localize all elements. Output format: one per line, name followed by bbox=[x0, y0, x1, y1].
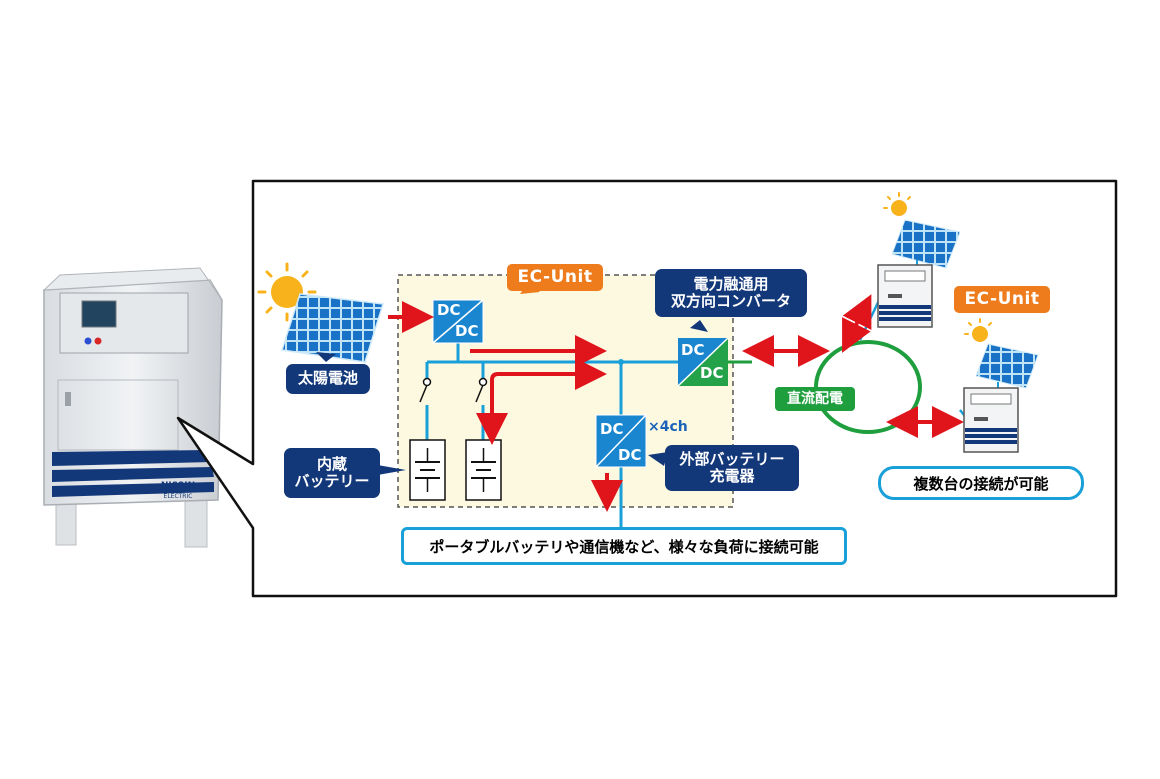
dc-converter-solar-bottom: DC bbox=[455, 322, 479, 340]
bidirectional-converter-line-1: 電力融通用 bbox=[693, 274, 769, 293]
remote-unit-1 bbox=[877, 192, 961, 328]
bidirectional-converter-label: 電力融通用 双方向コンバータ bbox=[655, 269, 807, 317]
dcdc-converter-solar bbox=[432, 299, 484, 344]
cabinet-display-screen bbox=[81, 300, 117, 328]
solar-cell-label: 太陽電池 bbox=[286, 364, 370, 394]
cabinet-stripes bbox=[52, 450, 214, 497]
bidirectional-dc-top: DC bbox=[681, 341, 705, 359]
internal-battery-line-1: 内蔵 bbox=[316, 454, 347, 473]
solar-panel-icon bbox=[281, 293, 384, 363]
bidirectional-dc-bottom: DC bbox=[700, 364, 724, 382]
external-battery-charger-line-2: 充電器 bbox=[709, 467, 755, 485]
product-cabinet: NISSIN ELECTRIC bbox=[42, 267, 223, 548]
dc-converter-charger-top: DC bbox=[600, 420, 624, 438]
dc-converter-solar-top: DC bbox=[437, 301, 461, 319]
multi-connect-label: 複数台の接続が可能 bbox=[878, 466, 1084, 500]
bidirectional-converter-line-2: 双方向コンバータ bbox=[670, 292, 791, 310]
external-battery-charger-label: 外部バッテリー 充電器 bbox=[665, 445, 799, 491]
bidirectional-converter-icon bbox=[677, 337, 729, 387]
battery-icon-1 bbox=[409, 439, 446, 501]
cabinet-logo: NISSIN bbox=[161, 481, 195, 491]
power-flow-arrows bbox=[388, 294, 964, 512]
cabinet-logo-sub: ELECTRIC bbox=[164, 493, 193, 500]
ec-unit-label: EC-Unit bbox=[507, 264, 603, 291]
load-connection-label: ポータブルバッテリや通信機など、様々な負荷に接続可能 bbox=[401, 527, 847, 565]
battery-icon-2 bbox=[465, 439, 502, 501]
dc-converter-charger-bottom: DC bbox=[618, 446, 642, 464]
internal-battery-line-2: バッテリー bbox=[294, 472, 370, 490]
internal-battery-label: 内蔵 バッテリー bbox=[284, 448, 380, 498]
external-battery-charger-line-1: 外部バッテリー bbox=[679, 449, 785, 468]
ec-unit-remote-label: EC-Unit bbox=[954, 286, 1050, 313]
channel-count-label: ×4ch bbox=[648, 419, 688, 435]
remote-unit-2 bbox=[963, 318, 1039, 453]
dc-distribution-label: 直流配電 bbox=[775, 387, 855, 411]
